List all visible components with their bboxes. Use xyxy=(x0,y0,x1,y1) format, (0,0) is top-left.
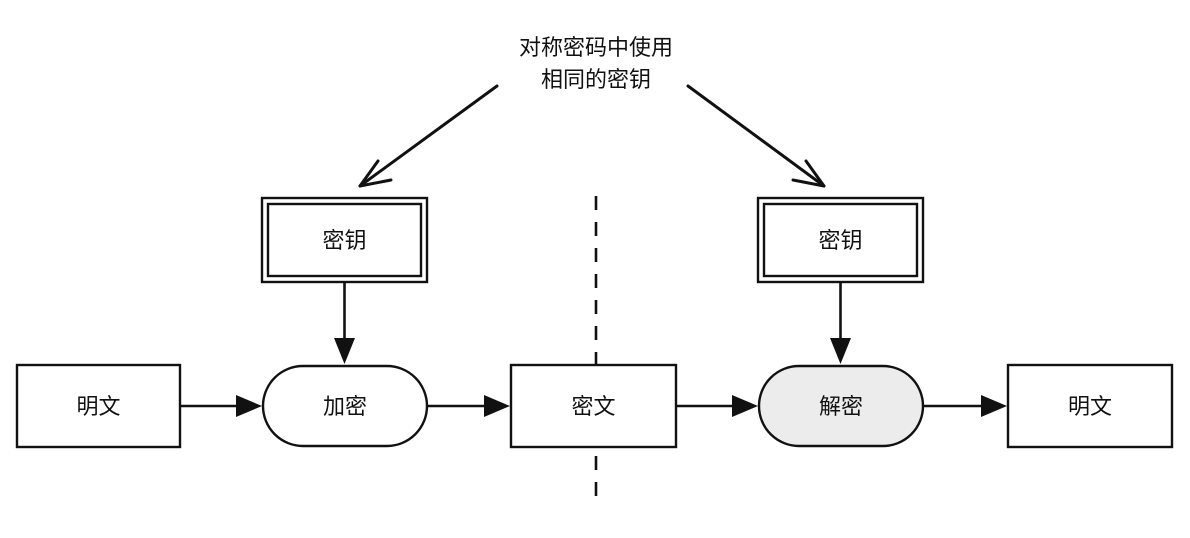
caption-arrow-right xyxy=(686,84,826,188)
caption-arrow-left xyxy=(358,84,499,188)
key-to-decrypt-arrow xyxy=(830,282,851,364)
encrypt-label: 加密 xyxy=(323,395,367,420)
caption-line-2: 相同的密钥 xyxy=(541,68,651,93)
key-left-label: 密钥 xyxy=(322,229,366,254)
key-box-left: 密钥 xyxy=(260,196,429,284)
ciphertext-box: 密文 xyxy=(509,363,678,449)
plaintext-box-right: 明文 xyxy=(1006,363,1174,449)
key-to-encrypt-arrow xyxy=(334,282,355,364)
encrypt-process: 加密 xyxy=(261,364,429,448)
plaintext-left-label: 明文 xyxy=(76,395,120,420)
decrypt-to-plaintext-arrow xyxy=(923,395,1007,417)
plaintext-right-label: 明文 xyxy=(1068,395,1112,420)
key-right-label: 密钥 xyxy=(818,229,862,254)
key-box-right: 密钥 xyxy=(756,196,925,284)
plaintext-to-encrypt-arrow xyxy=(180,395,262,417)
caption-line-1: 对称密码中使用 xyxy=(519,36,673,61)
decrypt-process: 解密 xyxy=(757,364,925,448)
caption: 对称密码中使用 相同的密钥 xyxy=(519,36,673,93)
decrypt-label: 解密 xyxy=(819,395,863,420)
encrypt-to-ciphertext-arrow xyxy=(427,395,510,417)
plaintext-box-left: 明文 xyxy=(15,363,182,449)
ciphertext-label: 密文 xyxy=(571,395,615,420)
ciphertext-to-decrypt-arrow xyxy=(676,395,758,417)
